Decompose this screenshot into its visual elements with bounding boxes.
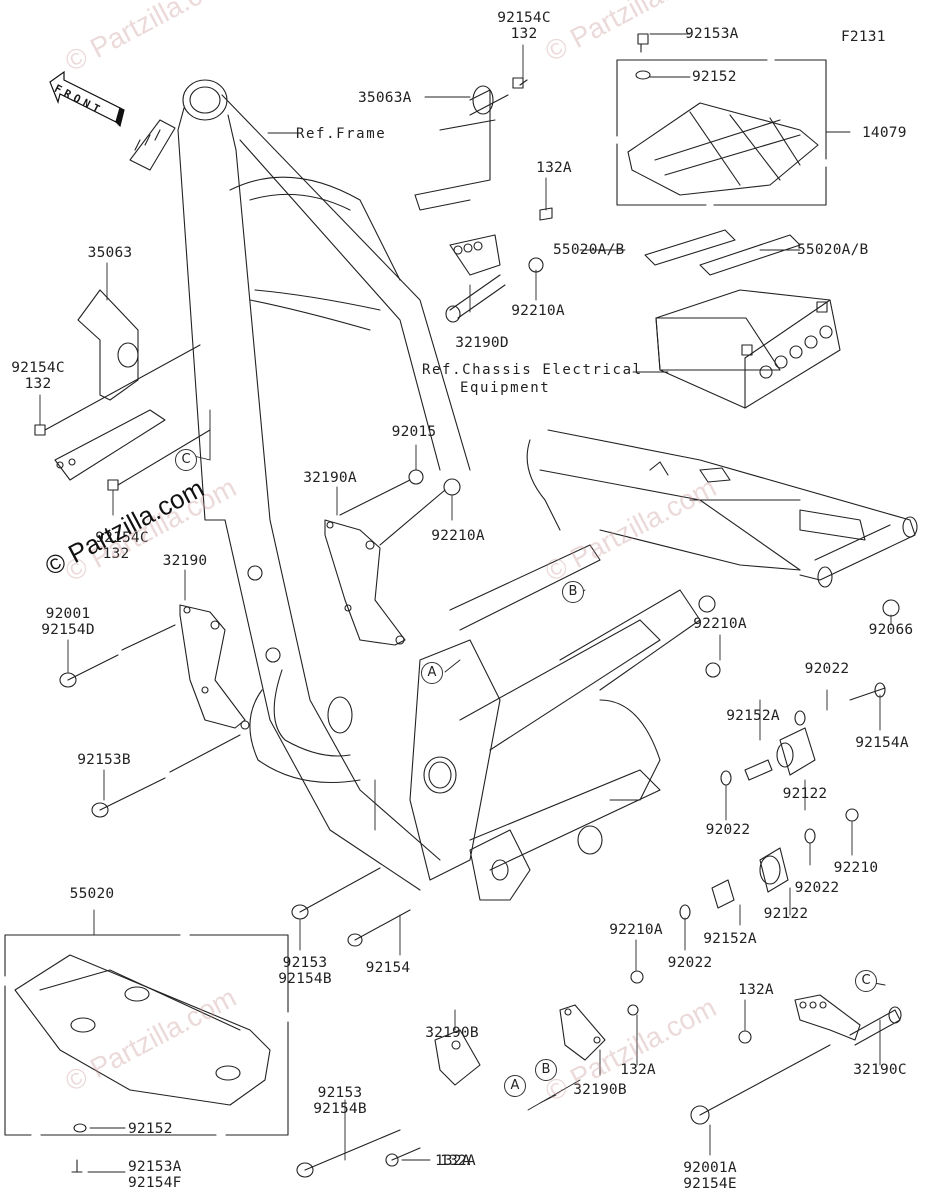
- part-label[interactable]: 92022: [804, 661, 850, 677]
- pad-55020a-right: [700, 235, 800, 275]
- ref-chassis-electrical-label: Ref.Chassis Electrical: [422, 362, 643, 378]
- part-label[interactable]: 92154C: [95, 530, 149, 546]
- bracket-35063: [35, 290, 210, 490]
- leader-lines: [40, 34, 891, 1172]
- part-label[interactable]: 92152: [692, 69, 737, 85]
- callout-b-lower: B: [535, 1059, 557, 1081]
- part-label[interactable]: 32190C: [853, 1062, 907, 1078]
- part-label[interactable]: 92152A: [726, 708, 780, 724]
- ref-frame-label: Ref.Frame: [296, 126, 387, 142]
- part-label[interactable]: 35063: [87, 245, 133, 261]
- part-label[interactable]: 92122: [763, 906, 809, 922]
- part-label[interactable]: 92152A: [703, 931, 757, 947]
- battery-cover: [617, 34, 826, 205]
- part-label[interactable]: 92154C: [11, 360, 65, 376]
- part-label-sub[interactable]: 132: [24, 376, 52, 392]
- part-label-sub[interactable]: 92154E: [683, 1176, 737, 1192]
- skid-plate-55020: [5, 935, 288, 1172]
- callout-c-left: C: [175, 449, 197, 471]
- part-label[interactable]: 92153B: [77, 752, 131, 768]
- plate-32190a: [325, 470, 460, 645]
- main-frame: [130, 80, 700, 900]
- ref-chassis-electrical-label-line2: Equipment: [460, 380, 551, 396]
- part-label[interactable]: 132A: [440, 1153, 476, 1169]
- plate-32190c: [795, 995, 901, 1045]
- part-label-sub[interactable]: 132: [510, 26, 538, 42]
- callout-c-right: C: [855, 970, 877, 992]
- callout-b-upper: B: [562, 581, 584, 603]
- front-direction-arrow: [48, 70, 126, 130]
- part-label[interactable]: 92153: [317, 1085, 363, 1101]
- part-label[interactable]: 32190B: [573, 1082, 627, 1098]
- part-label[interactable]: 92066: [868, 622, 914, 638]
- bracket-32190d: [446, 208, 552, 322]
- part-label[interactable]: 55020: [69, 886, 115, 902]
- part-label[interactable]: 92001: [45, 606, 91, 622]
- part-label-sub[interactable]: 132: [102, 546, 130, 562]
- part-label[interactable]: 132A: [536, 160, 572, 176]
- part-label[interactable]: 32190B: [425, 1025, 479, 1041]
- figure-code: F2131: [841, 29, 886, 45]
- bracket-35063a: [415, 78, 527, 210]
- part-label[interactable]: 32190D: [455, 335, 509, 351]
- part-label[interactable]: 92022: [667, 955, 713, 971]
- spacers-washers: [628, 596, 899, 1043]
- callout-a-upper: A: [421, 662, 443, 684]
- part-label[interactable]: 132A: [738, 982, 774, 998]
- part-label[interactable]: 35063A: [358, 90, 412, 106]
- part-label[interactable]: 132A: [435, 1153, 471, 1169]
- plate-32190: [180, 566, 280, 729]
- part-label[interactable]: 92153A: [685, 26, 739, 42]
- pad-55020a-left: [645, 230, 735, 265]
- part-label-sub[interactable]: 92154B: [278, 971, 332, 987]
- part-label[interactable]: 92154A: [855, 735, 909, 751]
- part-label[interactable]: 55020A/B: [553, 242, 625, 258]
- part-label[interactable]: 55020A/B: [797, 242, 869, 258]
- part-label[interactable]: 92210A: [693, 616, 747, 632]
- bolts: [60, 625, 830, 1177]
- part-label[interactable]: 92153: [282, 955, 328, 971]
- part-label[interactable]: 92210: [833, 860, 879, 876]
- part-label[interactable]: 92154C: [497, 10, 551, 26]
- part-label[interactable]: 92153A: [128, 1159, 182, 1175]
- battery: [656, 290, 840, 408]
- part-label[interactable]: 92210A: [511, 303, 565, 319]
- plate-32190b: [435, 1005, 605, 1085]
- part-label[interactable]: 92022: [794, 880, 840, 896]
- part-label[interactable]: 92015: [391, 424, 437, 440]
- part-label[interactable]: 92022: [705, 822, 751, 838]
- part-label[interactable]: 14079: [862, 125, 907, 141]
- callout-a-lower: A: [504, 1075, 526, 1097]
- part-label[interactable]: 132A: [620, 1062, 656, 1078]
- part-label[interactable]: 92210A: [431, 528, 485, 544]
- part-label-sub[interactable]: 92154D: [41, 622, 95, 638]
- rear-subframe: [450, 430, 917, 630]
- part-label[interactable]: 92210A: [609, 922, 663, 938]
- part-label[interactable]: 92122: [782, 786, 828, 802]
- part-label-sub[interactable]: 92154B: [313, 1101, 367, 1117]
- part-label[interactable]: 32190A: [303, 470, 357, 486]
- part-label-sub[interactable]: 92154F: [128, 1175, 182, 1191]
- part-label[interactable]: 32190: [162, 553, 208, 569]
- part-label[interactable]: 92154: [365, 960, 411, 976]
- part-label[interactable]: 92001A: [683, 1160, 737, 1176]
- part-label[interactable]: 92152: [128, 1121, 173, 1137]
